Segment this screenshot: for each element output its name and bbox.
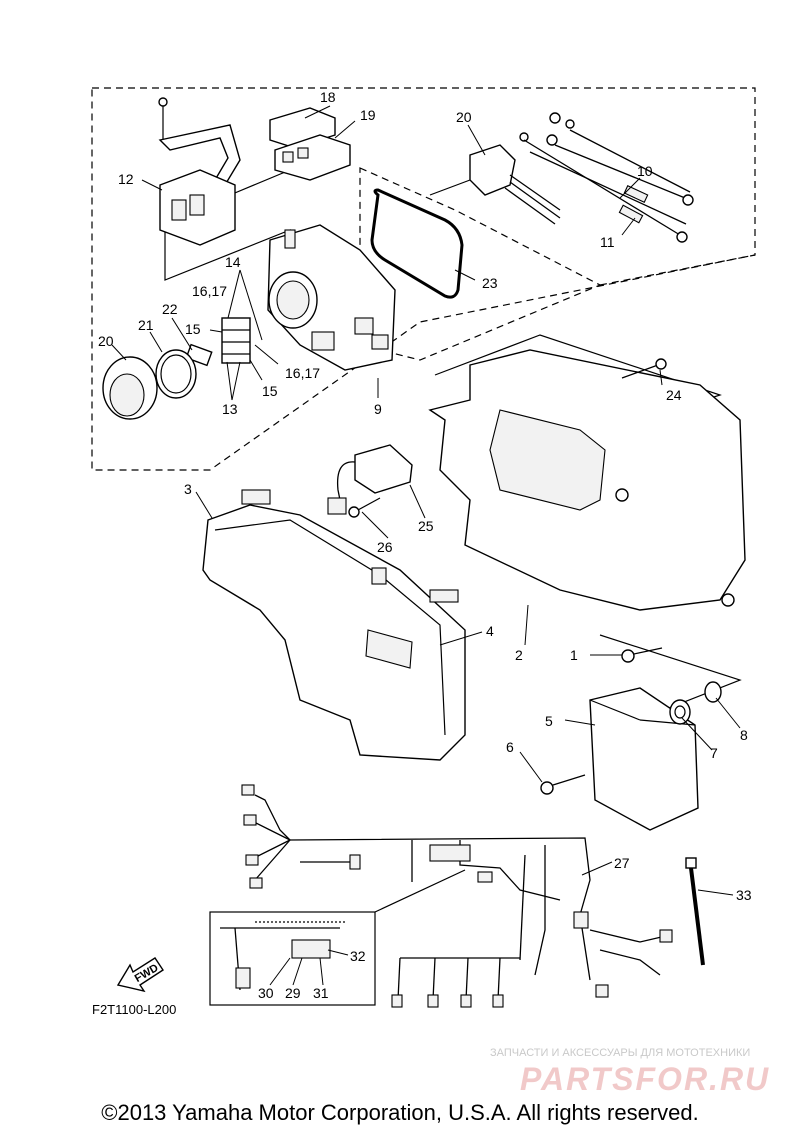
callout-16-17-lower: 16,17	[285, 365, 320, 381]
callout-6: 6	[506, 739, 514, 755]
watermark-tagline: ЗАПЧАСТИ И АКСЕССУАРЫ ДЛЯ МОТОТЕХНИКИ	[490, 1047, 750, 1059]
copyright-notice: ©2013 Yamaha Motor Corporation, U.S.A. A…	[101, 1100, 699, 1125]
group-box-18-lines	[229, 169, 291, 196]
o-ring-22	[155, 349, 197, 399]
cable-tie-33	[685, 857, 705, 966]
callout-9: 9	[374, 401, 382, 417]
diagram-code: F2T1100-L200	[92, 1002, 176, 1017]
callout-23: 22	[162, 301, 178, 317]
callout-19: 19	[360, 107, 376, 123]
harness-detail-inset	[209, 911, 376, 1006]
assembly-boundary-9	[91, 87, 756, 471]
callout-2: 2	[515, 647, 523, 663]
callout-8: 8	[740, 727, 748, 743]
callout-labels: 18 19 20 10 11 12 14 16,17 22 15 21 20 1…	[98, 89, 752, 1001]
callout-11: 11	[600, 234, 615, 250]
callout-28: 27	[614, 855, 630, 871]
callout-7: 7	[710, 745, 718, 761]
ecu-5	[589, 687, 699, 831]
callout-32: 32	[350, 948, 366, 964]
screw-25	[621, 358, 667, 379]
callout-16-17-upper: 16,17	[192, 283, 227, 299]
bolt-6	[540, 774, 586, 795]
hoses-10-11	[519, 112, 694, 243]
callout-10: 10	[637, 163, 653, 179]
callout-3: 3	[184, 481, 192, 497]
cover-3	[202, 489, 466, 761]
callout-31: 31	[313, 985, 329, 1001]
callout-33: 33	[736, 887, 752, 903]
callout-24: 23	[482, 275, 498, 291]
relay-18-19	[269, 107, 351, 181]
callout-29: 29	[285, 985, 301, 1001]
callout-27: 26	[377, 539, 393, 555]
wire-harness-28	[241, 784, 673, 1008]
leader-region-lines	[599, 254, 756, 286]
callout-12: 12	[118, 171, 134, 187]
sensor-26	[327, 444, 413, 515]
electrical-box-2	[428, 349, 746, 611]
screw-top	[158, 97, 168, 140]
fwd-arrow-icon	[116, 957, 164, 993]
sensor-20	[469, 144, 561, 225]
callout-26: 25	[418, 518, 434, 534]
callout-21: 20	[98, 333, 114, 349]
leader-lines	[111, 105, 741, 986]
callout-15-upper: 15	[185, 321, 201, 337]
connector-block-14	[221, 317, 251, 364]
grommet-7	[669, 699, 691, 725]
callout-18: 18	[320, 89, 336, 105]
gasket-24	[370, 188, 464, 299]
callout-25: 24	[666, 387, 682, 403]
callout-13: 13	[222, 401, 238, 417]
fwd-label: FWD	[133, 962, 161, 985]
throttle-body-9	[267, 224, 396, 371]
callout-22: 21	[138, 317, 154, 333]
cap-21	[102, 356, 158, 420]
screw-1	[621, 647, 663, 663]
callout-20: 20	[456, 109, 472, 125]
callout-4: 4	[486, 623, 494, 639]
callout-1: 1	[570, 647, 578, 663]
relay-bracket-12	[158, 124, 241, 246]
callout-15-lower: 15	[262, 383, 278, 399]
callout-5: 5	[545, 713, 553, 729]
group-box-harness-lines	[374, 869, 466, 913]
callout-14: 14	[225, 254, 241, 270]
collar-8	[704, 681, 722, 703]
sensor-23	[185, 343, 213, 367]
group-box-20-lines	[429, 179, 471, 196]
watermark-brand: PARTSFOR.RU	[520, 1061, 770, 1097]
callout-30: 30	[258, 985, 274, 1001]
screw-27	[348, 497, 381, 518]
